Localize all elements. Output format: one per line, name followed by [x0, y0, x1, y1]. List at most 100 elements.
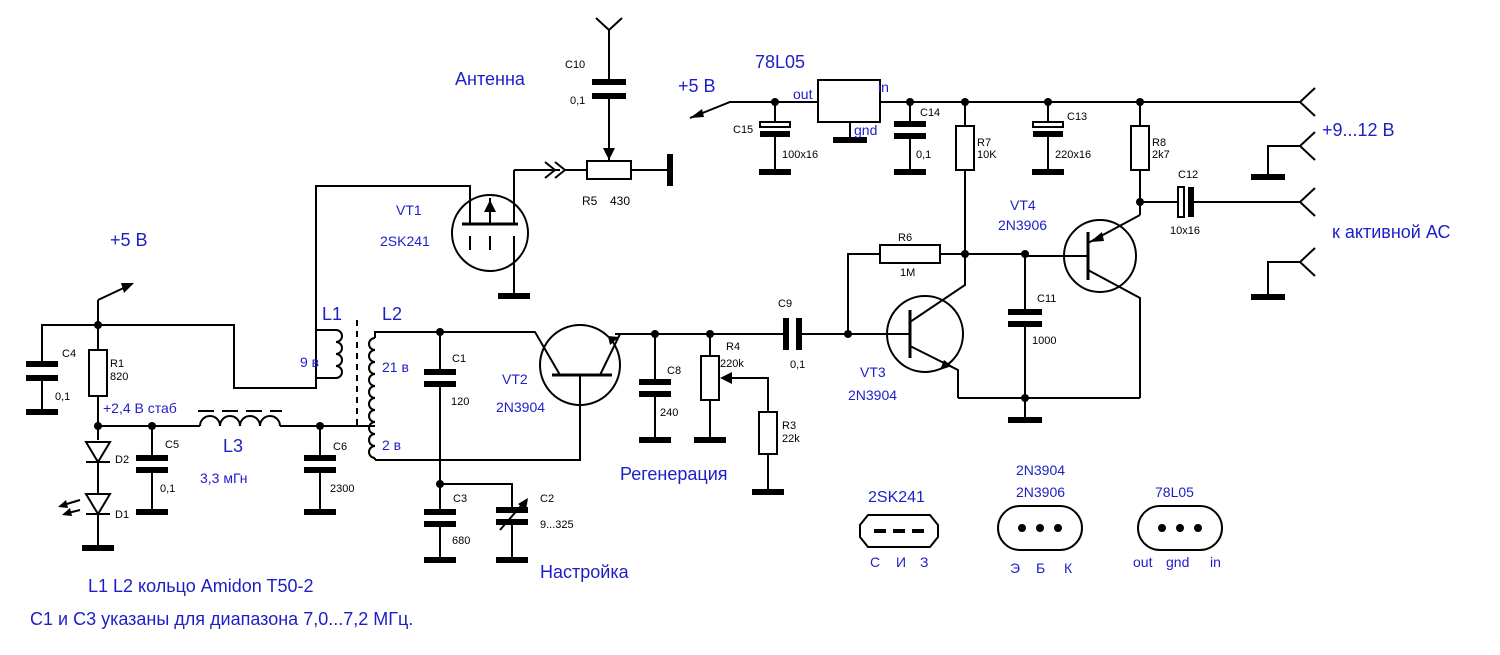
- bias-network: [26, 283, 336, 551]
- c2-val: 9...325: [540, 519, 574, 531]
- c13-ref: C13: [1067, 111, 1087, 123]
- transistor-vt1: [315, 161, 566, 310]
- regen-label: Регенерация: [620, 464, 728, 484]
- l2-turns: 21 в: [382, 359, 409, 375]
- c6-val: 2300: [330, 483, 354, 495]
- labels: Антенна 78L05 out in gnd +5 В +9...12 В …: [30, 52, 1450, 629]
- supply-label: +9...12 В: [1322, 120, 1395, 140]
- pinout-bjt-name2: 2N3906: [1016, 484, 1065, 500]
- pinout-bjt-pin3: К: [1064, 560, 1073, 576]
- l2-ref: L2: [382, 304, 402, 324]
- d1-ref: D1: [115, 509, 129, 521]
- capacitor-c14: [894, 102, 926, 175]
- note-range: C1 и C3 указаны для диапазона 7,0...7,2 …: [30, 609, 413, 629]
- transistor-vt2: [375, 324, 621, 461]
- r3-ref: R3: [782, 420, 796, 432]
- r1-val: 820: [110, 371, 128, 383]
- pinout-2sk241: [859, 514, 939, 548]
- stab-label: +2,4 В стаб: [103, 400, 177, 416]
- pinout-bjt-pin2: Б: [1036, 560, 1045, 576]
- pinout-reg-pin3: in: [1210, 554, 1221, 570]
- antenna-input: [565, 17, 673, 186]
- regulator-78l05: [817, 79, 881, 143]
- note-cores: L1 L2 кольцо Amidon T50-2: [88, 576, 313, 596]
- r7-val: 10K: [977, 149, 997, 161]
- plus5-top-label: +5 В: [678, 76, 716, 96]
- c1-ref: C1: [452, 353, 466, 365]
- l1-turns: 9 в: [300, 354, 319, 370]
- c5-val: 0,1: [160, 483, 175, 495]
- c11-ref: C11: [1037, 293, 1056, 305]
- c3-val: 680: [452, 535, 470, 547]
- r4-ref: R4: [726, 341, 740, 353]
- r4-val: 220k: [720, 358, 744, 370]
- c12-val: 10x16: [1170, 225, 1200, 237]
- r5-ref: R5: [582, 194, 598, 208]
- c8-val: 240: [660, 407, 678, 419]
- resistor-r8: [1130, 102, 1150, 215]
- speaker-label: к активной АС: [1332, 222, 1450, 242]
- transistor-vt3: [848, 254, 966, 398]
- pinout-reg-pin2: gnd: [1166, 554, 1189, 570]
- c3-ref: C3: [453, 493, 467, 505]
- r8-val: 2k7: [1152, 149, 1170, 161]
- terminals: [1251, 131, 1316, 300]
- pinout-reg-pin1: out: [1133, 554, 1153, 570]
- capacitor-c8: [639, 334, 671, 443]
- vt3-val: 2N3904: [848, 387, 897, 403]
- capacitor-c13: [1032, 102, 1064, 175]
- vt3-collector-network: [847, 244, 1140, 423]
- power-rail: [689, 87, 1316, 119]
- reg-gnd-label: gnd: [854, 122, 877, 138]
- c10-ref: C10: [565, 59, 585, 71]
- c1-val: 120: [451, 396, 469, 408]
- reg-in-label: in: [878, 79, 889, 95]
- potentiometer-r4: [694, 334, 784, 495]
- r6-val: 1M: [900, 267, 915, 279]
- r5-val: 430: [610, 194, 630, 208]
- c9-val: 0,1: [790, 359, 805, 371]
- c12-ref: C12: [1178, 169, 1198, 181]
- c4-val: 0,1: [55, 391, 70, 403]
- antenna-label: Антенна: [455, 69, 526, 89]
- l3-ref: L3: [223, 436, 243, 456]
- c2-ref: C2: [540, 493, 554, 505]
- c11-val: 1000: [1032, 335, 1056, 347]
- reg-out-label: out: [793, 86, 813, 102]
- plus5-left-label: +5 В: [110, 230, 148, 250]
- vt4-ref: VT4: [1010, 197, 1036, 213]
- c5-ref: C5: [165, 439, 179, 451]
- vt2-val: 2N3904: [496, 399, 545, 415]
- c14-ref: C14: [920, 107, 940, 119]
- l1-ref: L1: [322, 304, 342, 324]
- r7-ref: R7: [977, 137, 991, 149]
- capacitor-c12: [1140, 186, 1316, 218]
- capacitor-c15: [759, 102, 791, 175]
- pinout-jfet-name: 2SK241: [868, 489, 925, 506]
- c8-ref: C8: [667, 365, 681, 377]
- pinout-bjt: [997, 505, 1083, 551]
- c10-val: 0,1: [570, 95, 585, 107]
- tuning-capacitors: [424, 332, 528, 563]
- pinout-reg-name: 78L05: [1155, 484, 1194, 500]
- c15-ref: C15: [733, 124, 753, 136]
- vt1-ref: VT1: [396, 202, 422, 218]
- regulator-label: 78L05: [755, 52, 805, 72]
- tune-label: Настройка: [540, 562, 630, 582]
- d2-ref: D2: [115, 454, 129, 466]
- pinout-78l05: [1137, 505, 1223, 551]
- r6-ref: R6: [898, 232, 912, 244]
- c14-val: 0,1: [916, 149, 931, 161]
- resistor-r7: [955, 102, 975, 254]
- transistor-vt4: [1025, 214, 1141, 398]
- vt3-ref: VT3: [860, 364, 886, 380]
- l2-tap: 2 в: [382, 437, 401, 453]
- r3-val: 22k: [782, 433, 800, 445]
- c6-ref: C6: [333, 441, 347, 453]
- l3-val: 3,3 мГн: [200, 470, 248, 486]
- c13-val: 220x16: [1055, 149, 1091, 161]
- pinout-jfet-pin2: И: [896, 554, 906, 570]
- pinout-jfet-pin3: З: [920, 554, 928, 570]
- capacitor-c9: [615, 318, 852, 350]
